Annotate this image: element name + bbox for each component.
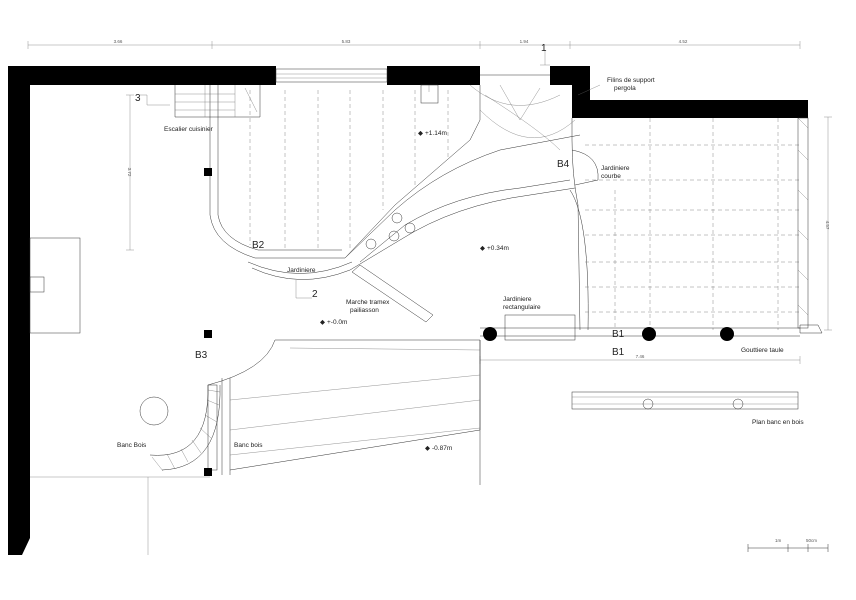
right-dimension: 4.57 bbox=[824, 116, 832, 331]
section-callout-3: 3 bbox=[135, 93, 141, 104]
column-1 bbox=[483, 327, 497, 341]
kitchen-stair: 3 Escalier cuisinier bbox=[135, 85, 261, 133]
section-callout-2: 2 bbox=[312, 289, 318, 300]
post-1 bbox=[204, 168, 212, 176]
dim-right: 4.57 bbox=[825, 221, 830, 230]
beam-b4: B4 bbox=[557, 159, 570, 170]
label-banc-bois-2: Banc bois bbox=[234, 442, 263, 449]
sink-outline bbox=[420, 84, 439, 104]
dim-top-3: 1.94 bbox=[520, 39, 529, 44]
rectangular-planter bbox=[504, 314, 576, 341]
section-callout-1: 1 bbox=[541, 43, 547, 54]
scale-1m: 1m bbox=[775, 538, 782, 543]
beam-b1-b: B1 bbox=[612, 347, 625, 358]
level-lower: -0.87m bbox=[432, 445, 452, 452]
wall-segment-middle bbox=[387, 66, 480, 85]
label-plan-banc: Plan banc en bois bbox=[752, 419, 804, 426]
level-middle: +0.34m bbox=[487, 245, 509, 252]
level-upper: +1.14m bbox=[425, 130, 447, 137]
table-circle bbox=[139, 396, 169, 426]
upper-deck bbox=[209, 84, 481, 259]
gutter-edge bbox=[797, 117, 809, 329]
label-jardiniere-rect-2: rectangulaire bbox=[503, 304, 541, 311]
label-jardiniere-rect-1: Jardiniere bbox=[503, 296, 532, 303]
plant-circle-2 bbox=[404, 222, 416, 234]
label-escalier: Escalier cuisinier bbox=[164, 126, 214, 133]
level-ground-symbol: ◆ bbox=[320, 319, 326, 326]
label-marche-2: pailiasson bbox=[350, 307, 379, 314]
label-filins-2: pergola bbox=[614, 85, 636, 92]
left-inner-dimension: 3.72 bbox=[126, 94, 134, 251]
beam-b1-a: B1 bbox=[612, 329, 625, 340]
curved-bench: Banc Bois Banc bois bbox=[117, 384, 263, 472]
level-upper-symbol: ◆ bbox=[418, 130, 424, 137]
plant-circle-3 bbox=[388, 230, 400, 242]
pergola-area: B4 Jardiniere courbe bbox=[557, 117, 823, 334]
beam-b3: B3 bbox=[195, 350, 208, 361]
outer-wall-left-top bbox=[8, 66, 276, 555]
dim-top-2: 5.83 bbox=[342, 39, 351, 44]
scale-bar: 1m 50cm bbox=[747, 538, 829, 552]
dim-top-4: 4.52 bbox=[679, 39, 688, 44]
scale-50cm: 50cm bbox=[806, 538, 817, 543]
top-dimension-chain: 3.66 5.83 1.94 4.52 bbox=[27, 39, 801, 49]
plant-circle-1 bbox=[391, 212, 403, 224]
level-middle-symbol: ◆ bbox=[480, 245, 486, 252]
wall-segment-right bbox=[550, 66, 808, 118]
label-marche-1: Marche tramex bbox=[346, 299, 390, 306]
dim-left: 3.72 bbox=[127, 168, 132, 177]
level-markers: ◆ +1.14m ◆ +0.34m ◆ +-0.0m ◆ -0.87m bbox=[320, 130, 509, 452]
label-banc-bois-1: Banc Bois bbox=[117, 442, 147, 449]
bench-plan-detail: Plan banc en bois bbox=[571, 391, 804, 426]
label-filins-1: Filins de support bbox=[607, 77, 655, 84]
label-jardiniere-courbe-1: Jardiniere bbox=[601, 165, 630, 172]
walls bbox=[8, 66, 808, 555]
lower-terrace bbox=[30, 339, 481, 555]
label-jardiniere: Jardiniere bbox=[287, 267, 316, 274]
post-2 bbox=[204, 330, 212, 338]
label-gouttiere: Gouttiere taule bbox=[741, 347, 784, 354]
tramex-step bbox=[351, 264, 434, 323]
left-wall-unit bbox=[29, 237, 81, 334]
level-lower-symbol: ◆ bbox=[425, 445, 431, 452]
pergola-cables: 1 Filins de support pergola bbox=[469, 43, 655, 151]
beam-b2: B2 bbox=[252, 240, 265, 251]
dim-top-1: 3.66 bbox=[114, 39, 123, 44]
gutter-end bbox=[799, 324, 823, 334]
bottom-dimension: 7.46 bbox=[479, 354, 801, 364]
label-jardiniere-courbe-2: courbe bbox=[601, 173, 621, 180]
plant-circle-4 bbox=[365, 238, 377, 250]
dim-bottom: 7.46 bbox=[636, 354, 645, 359]
section-2-marker: 2 Marche tramex pailiasson bbox=[295, 264, 434, 323]
diagonal-planter-band: Jardiniere B2 bbox=[247, 134, 581, 280]
column-2 bbox=[642, 327, 656, 341]
straight-bench bbox=[207, 384, 218, 471]
post-3 bbox=[204, 468, 212, 476]
beam-b1-row: Jardiniere rectangulaire B1 B1 Gouttiere… bbox=[480, 296, 800, 358]
level-ground: +-0.0m bbox=[327, 319, 347, 326]
window-opening-1 bbox=[275, 68, 388, 83]
column-3 bbox=[720, 327, 734, 341]
